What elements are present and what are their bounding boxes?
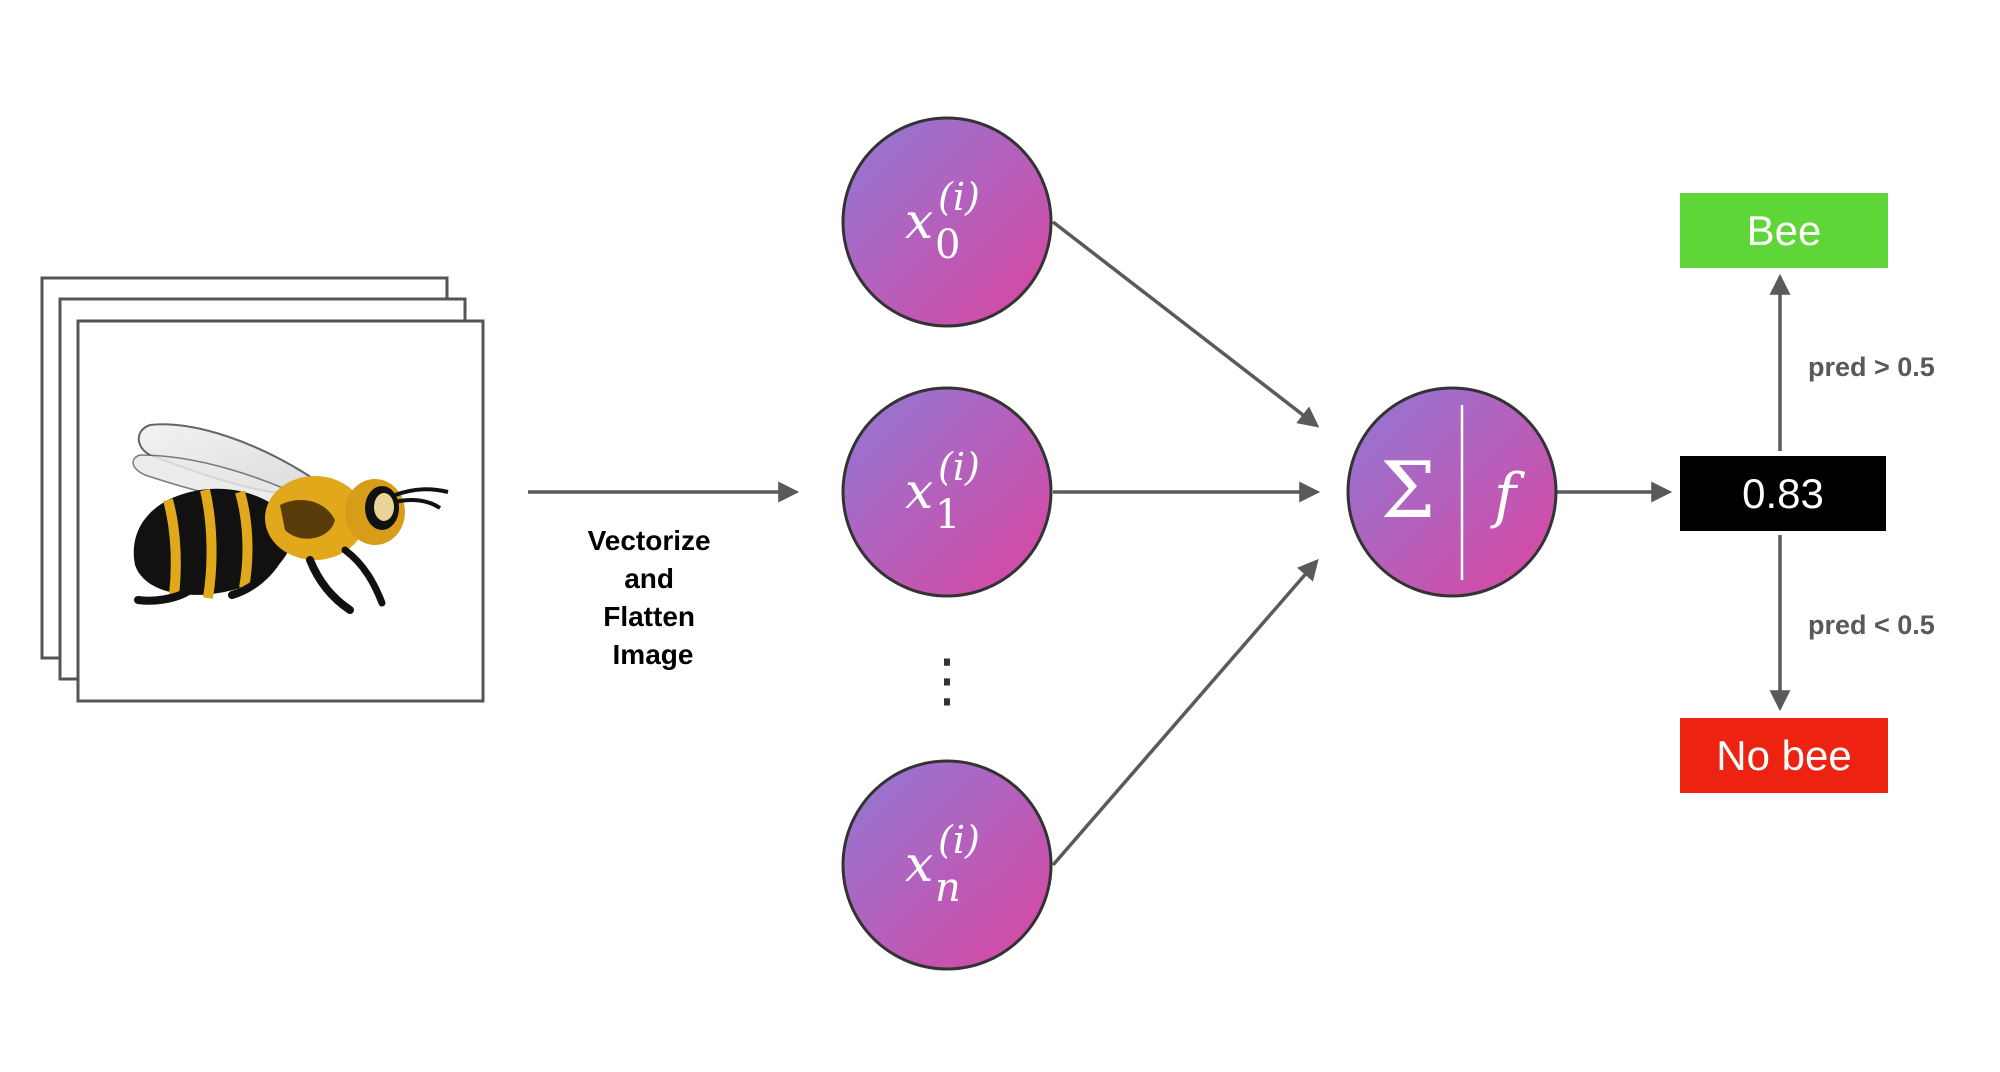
bee-illustration [132, 423, 449, 614]
x1-subscript: 1 [935, 492, 960, 538]
lower-condition: pred < 0.5 [1808, 610, 1935, 640]
output-value-box: 0.83 [1680, 456, 1886, 531]
bee-label: Bee [1747, 207, 1822, 254]
input-node-x0: x 0 (i) [841, 116, 1053, 328]
caption-line-4: Image [613, 639, 694, 670]
caption-line-1: Vectorize [588, 525, 711, 556]
x1-superscript: (i) [938, 445, 980, 489]
xn-base: x [905, 835, 933, 893]
x1-base: x [905, 462, 933, 520]
vectorize-caption: Vectorize and Flatten Image [588, 525, 719, 670]
xn-superscript: (i) [938, 818, 980, 862]
upper-condition: pred > 0.5 [1808, 352, 1935, 382]
no-bee-class-box: No bee [1680, 718, 1888, 793]
arrow-xn-to-neuron [1051, 558, 1319, 867]
input-node-x1: x 1 (i) [841, 386, 1053, 598]
sum-symbol: Σ [1380, 446, 1435, 536]
xn-subscript: n [935, 865, 961, 911]
output-value: 0.83 [1742, 470, 1824, 517]
no-bee-label: No bee [1716, 732, 1851, 779]
bee-class-box: Bee [1680, 193, 1888, 268]
ellipsis: ⋮ [918, 646, 976, 714]
arrow-x0-to-neuron [1051, 220, 1320, 428]
image-stack [40, 276, 485, 703]
caption-line-3: Flatten [603, 601, 695, 632]
x0-superscript: (i) [938, 175, 980, 219]
arrows [528, 220, 1791, 867]
input-node-xn: x n (i) [841, 759, 1053, 971]
neuron-node: Σ f [1346, 386, 1558, 598]
x0-base: x [905, 192, 933, 250]
x0-subscript: 0 [935, 222, 960, 268]
caption-line-2: and [624, 563, 674, 594]
